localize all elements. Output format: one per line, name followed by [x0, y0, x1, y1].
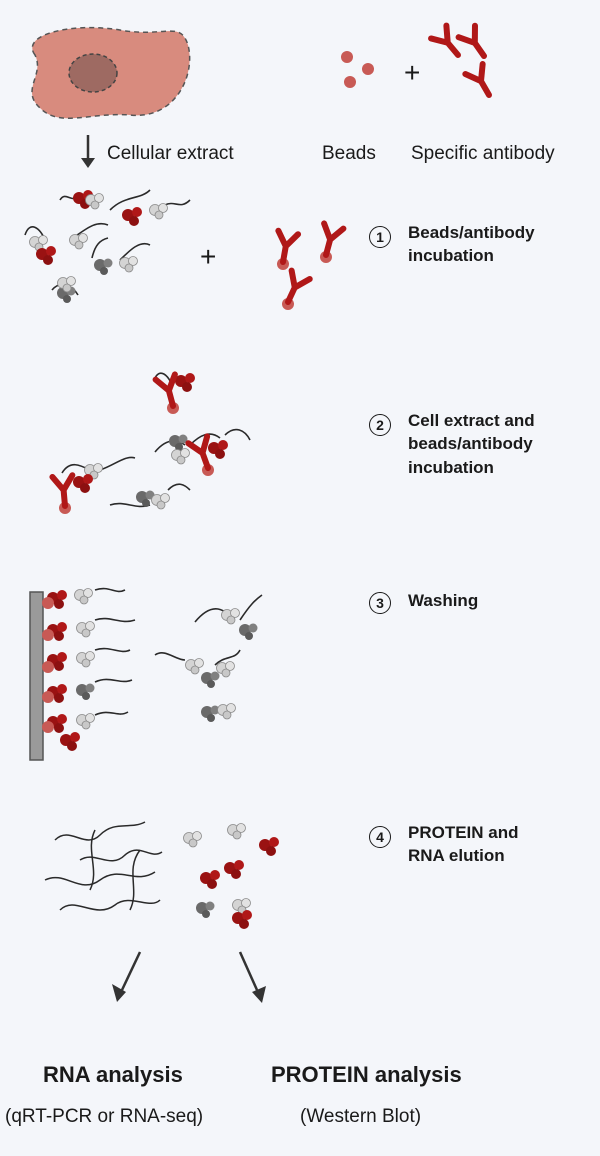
- step-4-label: PROTEIN and RNA elution: [408, 823, 519, 866]
- step-3-number: 3: [369, 592, 391, 614]
- eluted-proteins: [183, 823, 279, 929]
- washing-column: [29, 587, 136, 761]
- cell-illustration: [31, 26, 191, 119]
- step-2-label: Cell extract and beads/antibody incubati…: [408, 411, 535, 477]
- protein-analysis-methods: (Western Blot): [300, 1106, 422, 1127]
- protein-analysis-title: PROTEIN analysis: [271, 1062, 462, 1087]
- plus-sign-2: +: [200, 241, 216, 272]
- nucleus: [68, 53, 118, 93]
- specific-antibody-label: Specific antibody: [411, 143, 555, 164]
- rna-analysis-title: RNA analysis: [43, 1062, 183, 1087]
- rna-output-arrow: [112, 951, 142, 1002]
- bound-complexes: [52, 373, 251, 514]
- plus-sign: +: [404, 57, 420, 88]
- step-3-label: Washing: [408, 591, 479, 610]
- step-4-number: 4: [369, 826, 391, 848]
- bead-antibody-conjugates: [273, 223, 343, 310]
- rna-strands: [44, 821, 163, 911]
- antibodies-illustration: [431, 26, 498, 100]
- rna-analysis-methods: (qRT-PCR or RNA-seq): [5, 1106, 204, 1127]
- beads-label: Beads: [322, 143, 376, 164]
- beads-illustration: [341, 51, 374, 88]
- step-1-number: 1: [369, 226, 391, 248]
- unbound-complexes: [154, 594, 263, 722]
- step-1-label: Beads/antibody incubation: [408, 223, 535, 266]
- cellular-extract-label: Cellular extract: [107, 143, 234, 164]
- step-2-number: 2: [369, 414, 391, 436]
- extract-arrow: [81, 135, 95, 168]
- protein-output-arrow: [238, 951, 266, 1003]
